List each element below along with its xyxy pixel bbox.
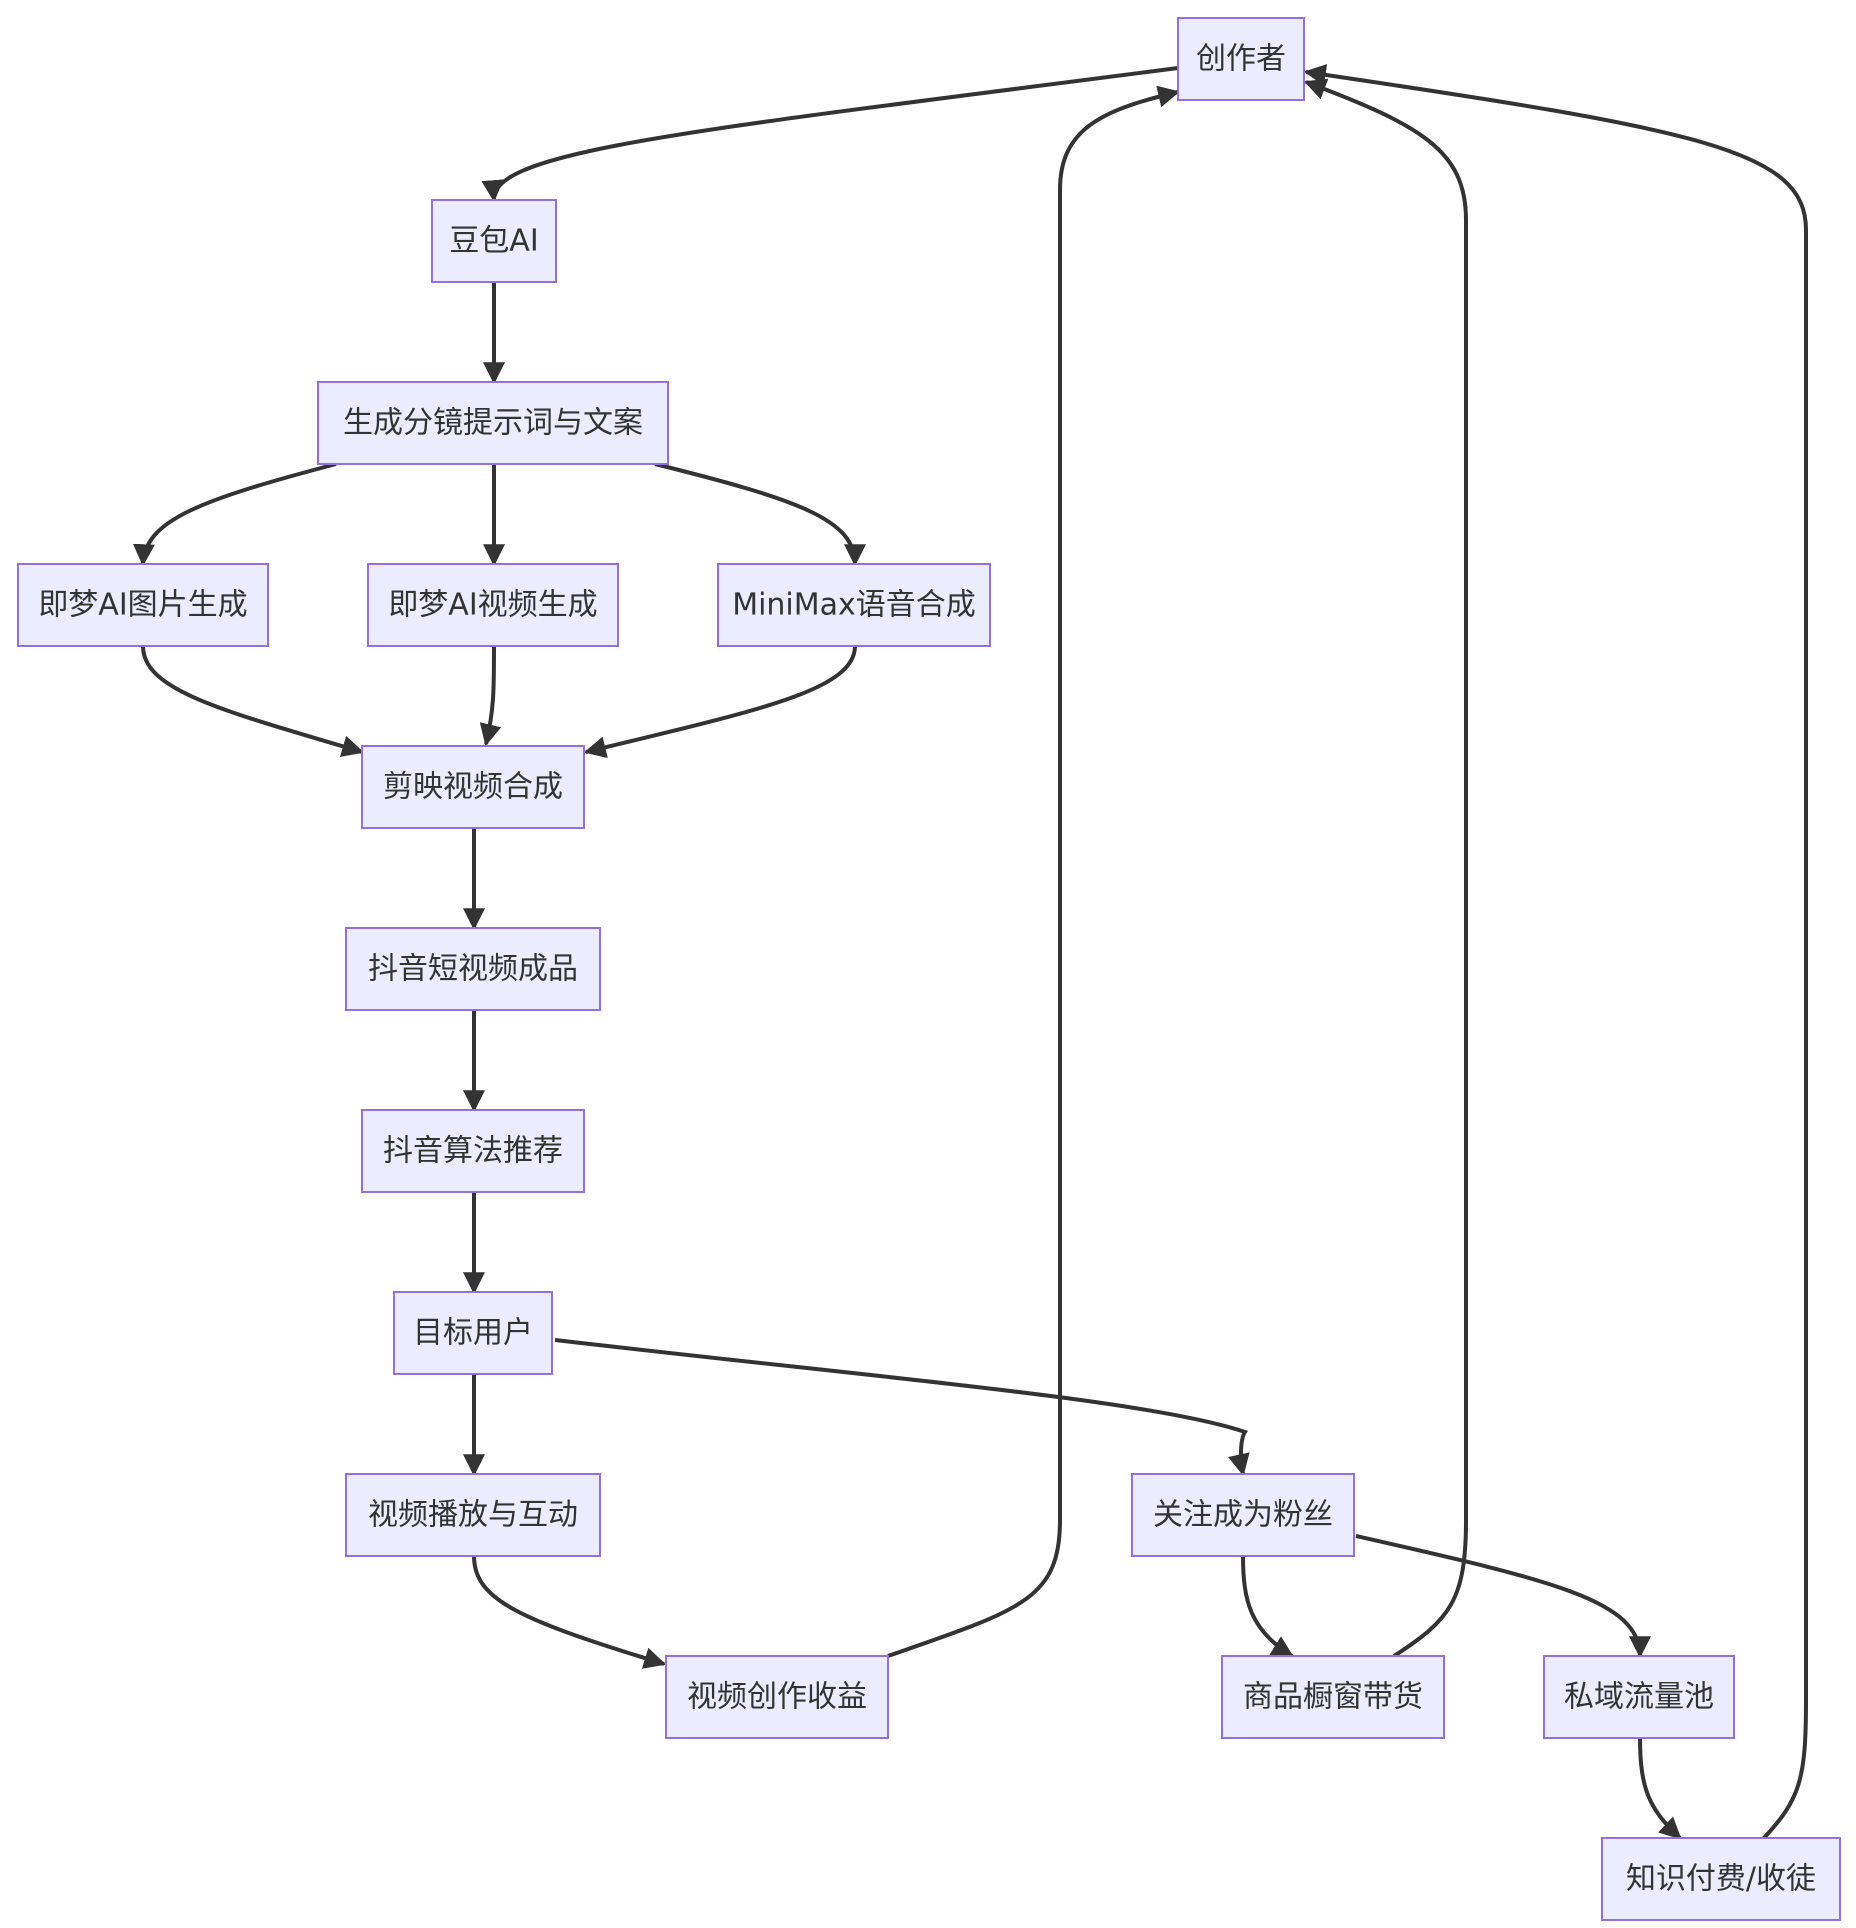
node-douyin-video[interactable]: 抖音短视频成品 [345, 927, 601, 1011]
edge-target-users-to-follow-fans [554, 1338, 1250, 1477]
node-creator[interactable]: 创作者 [1177, 17, 1305, 101]
node-private-pool-label: 私域流量池 [1564, 1680, 1714, 1715]
node-jimeng-image-label: 即梦AI图片生成 [38, 588, 247, 623]
edge-creator-to-doubao [481, 66, 1179, 203]
edge-jimeng-image-to-jianying [141, 645, 365, 757]
node-douyin-video-label: 抖音短视频成品 [368, 952, 578, 987]
node-jimeng-image[interactable]: 即梦AI图片生成 [17, 563, 269, 647]
node-knowledge-paid[interactable]: 知识付费/收徒 [1601, 1837, 1841, 1921]
node-storyboard[interactable]: 生成分镜提示词与文案 [317, 381, 669, 465]
edge-jimeng-video-to-jianying [479, 645, 502, 747]
node-doubao-box [431, 199, 557, 283]
edge-play-interact-to-creation-income [472, 1555, 667, 1669]
node-douyin-algo-box [361, 1109, 585, 1193]
node-creation-income-label: 视频创作收益 [687, 1680, 867, 1715]
node-storyboard-box [317, 381, 669, 465]
edge-creation-income-to-creator [887, 85, 1181, 1658]
node-minimax-voice-label: MiniMax语音合成 [732, 588, 976, 623]
edge-storyboard-to-minimax-voice [654, 462, 866, 567]
node-creation-income[interactable]: 视频创作收益 [665, 1655, 889, 1739]
edge-knowledge-paid-to-creator [1303, 64, 1808, 1842]
node-private-pool-box [1543, 1655, 1735, 1739]
node-jianying-box [361, 745, 585, 829]
edges-layer [132, 64, 1808, 1842]
edge-follow-fans-to-showcase [1241, 1555, 1294, 1658]
node-douyin-algo[interactable]: 抖音算法推荐 [361, 1109, 585, 1193]
edge-minimax-voice-to-jianying [583, 645, 857, 759]
node-doubao-label: 豆包AI [449, 224, 538, 259]
node-jianying[interactable]: 剪映视频合成 [361, 745, 585, 829]
node-target-users[interactable]: 目标用户 [393, 1291, 553, 1375]
node-minimax-voice-box [717, 563, 991, 647]
node-follow-fans-box [1131, 1473, 1355, 1557]
node-creator-label: 创作者 [1196, 42, 1286, 77]
node-private-pool[interactable]: 私域流量池 [1543, 1655, 1735, 1739]
edge-follow-fans-to-private-pool [1355, 1534, 1651, 1659]
node-knowledge-paid-box [1601, 1837, 1841, 1921]
edge-storyboard-to-jimeng-image [132, 462, 337, 567]
node-follow-fans[interactable]: 关注成为粉丝 [1131, 1473, 1355, 1557]
node-jimeng-video-label: 即梦AI视频生成 [388, 588, 597, 623]
node-play-interact-box [345, 1473, 601, 1557]
node-jimeng-image-box [17, 563, 269, 647]
node-target-users-box [393, 1291, 553, 1375]
node-showcase-label: 商品橱窗带货 [1243, 1680, 1423, 1715]
node-minimax-voice[interactable]: MiniMax语音合成 [717, 563, 991, 647]
node-creator-box [1177, 17, 1305, 101]
node-knowledge-paid-label: 知识付费/收徒 [1626, 1862, 1816, 1897]
node-jimeng-video[interactable]: 即梦AI视频生成 [367, 563, 619, 647]
node-jimeng-video-box [367, 563, 619, 647]
node-follow-fans-label: 关注成为粉丝 [1153, 1498, 1333, 1533]
node-douyin-algo-label: 抖音算法推荐 [383, 1134, 563, 1169]
node-douyin-video-box [345, 927, 601, 1011]
node-showcase-box [1221, 1655, 1445, 1739]
node-target-users-label: 目标用户 [413, 1316, 533, 1351]
nodes-layer: 创作者 豆包AI 生成分镜提示词与文案 即梦AI图片生成 即梦AI视频生成 Mi… [17, 17, 1841, 1921]
node-showcase[interactable]: 商品橱窗带货 [1221, 1655, 1445, 1739]
node-jianying-label: 剪映视频合成 [383, 770, 563, 805]
node-storyboard-label: 生成分镜提示词与文案 [343, 406, 643, 441]
edge-showcase-to-creator [1303, 78, 1468, 1658]
node-play-interact-label: 视频播放与互动 [368, 1498, 578, 1533]
node-play-interact[interactable]: 视频播放与互动 [345, 1473, 601, 1557]
node-creation-income-box [665, 1655, 889, 1739]
node-doubao[interactable]: 豆包AI [431, 199, 557, 283]
edge-private-pool-to-knowledge-paid [1638, 1737, 1682, 1840]
